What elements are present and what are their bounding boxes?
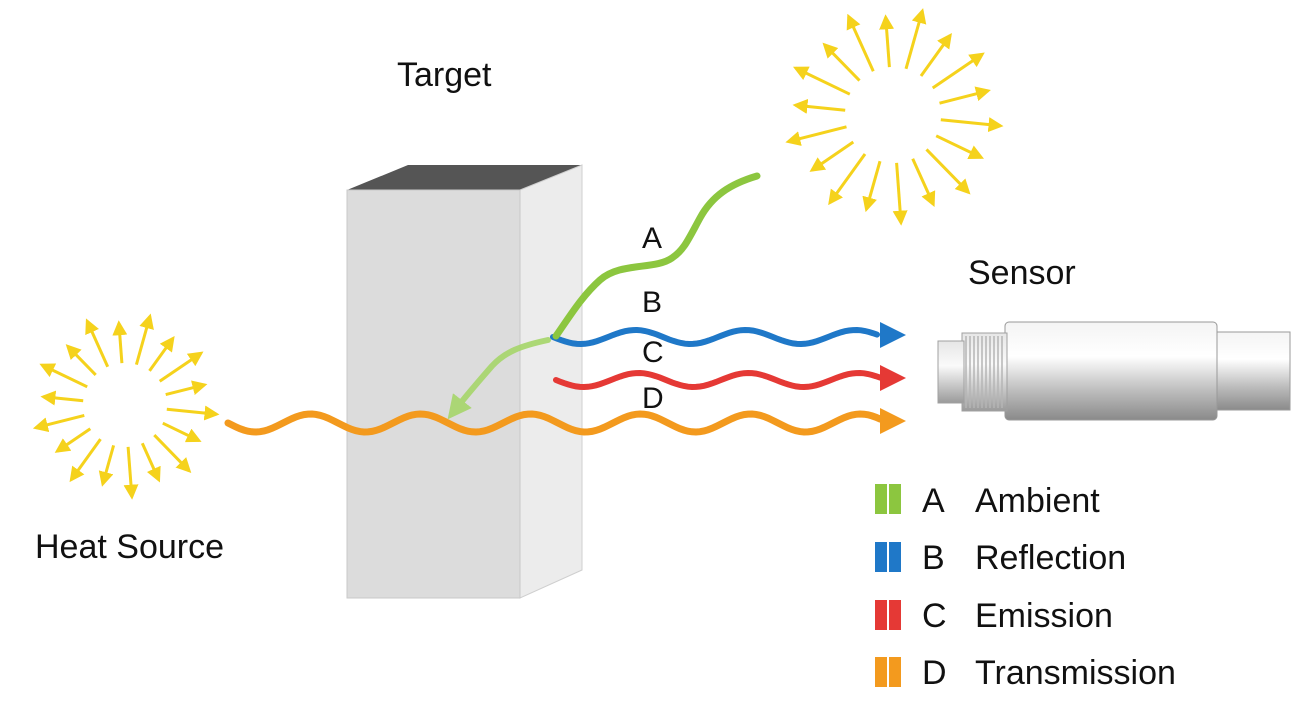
ray-line	[112, 320, 128, 364]
legend-item-ambient: A Ambient	[875, 482, 1100, 520]
path-b-label: B	[642, 286, 662, 319]
path-d-arrowhead	[880, 408, 906, 434]
sensor-label: Sensor	[968, 254, 1076, 292]
legend-name-ambient: Ambient	[975, 482, 1100, 520]
ray-line	[904, 8, 927, 70]
ray-line	[153, 434, 192, 474]
ray-line	[85, 318, 110, 368]
target-block	[346, 164, 583, 599]
path-b-arrowhead	[880, 322, 906, 348]
ray-line	[822, 42, 861, 82]
block-top	[347, 165, 582, 190]
ray-line	[939, 86, 991, 105]
ray-line	[792, 66, 851, 96]
heat-burst-icon	[32, 313, 220, 500]
path-d-label: D	[642, 382, 664, 415]
path-d-transmission-wave	[224, 410, 884, 436]
path-a-penetrating-wave	[447, 337, 551, 420]
ray-line	[911, 158, 936, 208]
sun-burst-icon	[785, 8, 1004, 226]
ray-line	[158, 351, 204, 383]
ray-line	[98, 444, 116, 487]
path-c-label: C	[642, 336, 664, 369]
ray-line	[165, 380, 208, 397]
legend: A Ambient B Reflection C Emission D Tran…	[875, 482, 1176, 692]
ray-line	[828, 153, 867, 206]
ray-line	[69, 438, 102, 483]
target-label: Target	[397, 56, 492, 94]
ray-line	[862, 160, 882, 213]
ray-line	[879, 14, 895, 68]
ray-line	[39, 363, 88, 389]
ray-line	[166, 405, 220, 421]
ray-line	[792, 98, 846, 114]
ray-line	[54, 427, 92, 453]
path-b-reflection-wave	[550, 326, 880, 348]
ray-line	[40, 390, 84, 406]
path-a-label: A	[642, 222, 662, 255]
legend-name-reflection: Reflection	[975, 539, 1126, 577]
ray-line	[809, 140, 855, 172]
ray-line	[32, 413, 85, 433]
path-a-ambient-wave	[552, 172, 761, 340]
sensor-icon	[937, 321, 1291, 421]
path-c-arrowhead	[880, 365, 906, 391]
ray-line	[162, 421, 202, 443]
ray-line	[123, 446, 139, 500]
ray-line	[919, 32, 952, 77]
block-front	[346, 189, 521, 599]
ray-line	[940, 117, 1004, 133]
legend-name-transmission: Transmission	[975, 654, 1176, 692]
ray-line	[846, 13, 875, 72]
legend-letter-c: C	[922, 597, 947, 635]
ray-line	[892, 162, 908, 226]
ray-line	[935, 134, 985, 160]
ray-line	[140, 442, 161, 483]
path-c-emission-wave	[553, 369, 883, 391]
legend-item-reflection: B Reflection	[875, 539, 1126, 577]
legend-letter-a: A	[922, 482, 945, 520]
block-side	[519, 164, 583, 599]
legend-item-emission: C Emission	[875, 597, 1113, 635]
legend-letter-b: B	[922, 539, 945, 577]
ray-line	[785, 125, 847, 146]
ray-line	[148, 335, 175, 372]
ray-line	[134, 313, 154, 366]
ray-line	[65, 344, 97, 376]
legend-item-transmission: D Transmission	[875, 654, 1176, 692]
ray-line	[925, 148, 971, 195]
legend-letter-d: D	[922, 654, 947, 692]
legend-name-emission: Emission	[975, 597, 1113, 635]
ray-line	[931, 52, 985, 90]
heat-source-label: Heat Source	[35, 528, 224, 566]
